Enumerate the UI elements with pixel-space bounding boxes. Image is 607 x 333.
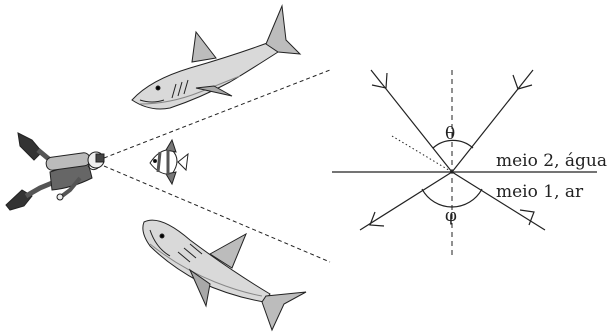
ray-lower-right [451,171,546,231]
upper-shark [131,4,302,110]
fish-stripe-1 [156,151,162,173]
small-striped-fish [149,138,189,186]
lower-shark-pectoral-fin [188,268,211,308]
ray-upper-left [370,69,453,173]
lower-shark-mouth [149,229,171,257]
arrowhead-upper-right [512,74,533,90]
ray-lower-left [359,171,453,231]
upper-shark-belly [139,75,241,105]
upper-shark-pectoral-fin [195,85,233,97]
ray-upper-right [451,69,534,173]
upper-shark-gills [171,79,189,99]
lower-shark-gills [177,243,203,263]
arrowhead-lower-left [369,211,385,227]
lower-shark-tail [261,291,307,332]
upper-shark-mouth [139,99,165,103]
upper-shark-dorsal-fin [191,30,217,63]
lower-shark [142,219,307,332]
fish-tail [177,152,189,172]
fish-fin-top [165,138,177,153]
diver-figure [5,132,105,211]
medium1-label: meio 1, ar [496,182,584,202]
upper-shark-tail [265,4,302,55]
diver-mask [95,153,105,163]
diver-hand [56,193,64,201]
medium2-label: meio 2, água [496,151,607,171]
theta-arc [432,139,474,149]
sight-line-lower [103,165,331,263]
refraction-diagram [332,69,597,258]
diver-regulator-hose [87,165,99,171]
diver-arm [60,176,82,198]
lower-shark-belly [149,243,263,297]
theta-label: θ [445,124,455,144]
fish-eye [153,159,157,163]
upper-shark-eye [155,85,161,91]
diver-leg-lower [24,180,53,199]
arrowhead-lower-right [519,209,535,226]
lower-shark-body [142,219,271,303]
lower-shark-eye [159,233,165,239]
diver-fin-upper [17,132,43,161]
phi-arc [421,188,483,208]
dashed-sight-lines [103,69,331,263]
sight-line-upper [103,69,331,159]
lower-shark-dorsal-fin [209,232,248,269]
upper-shark-body [131,41,279,110]
phi-label: φ [445,206,457,226]
arrowhead-upper-left [371,72,388,89]
